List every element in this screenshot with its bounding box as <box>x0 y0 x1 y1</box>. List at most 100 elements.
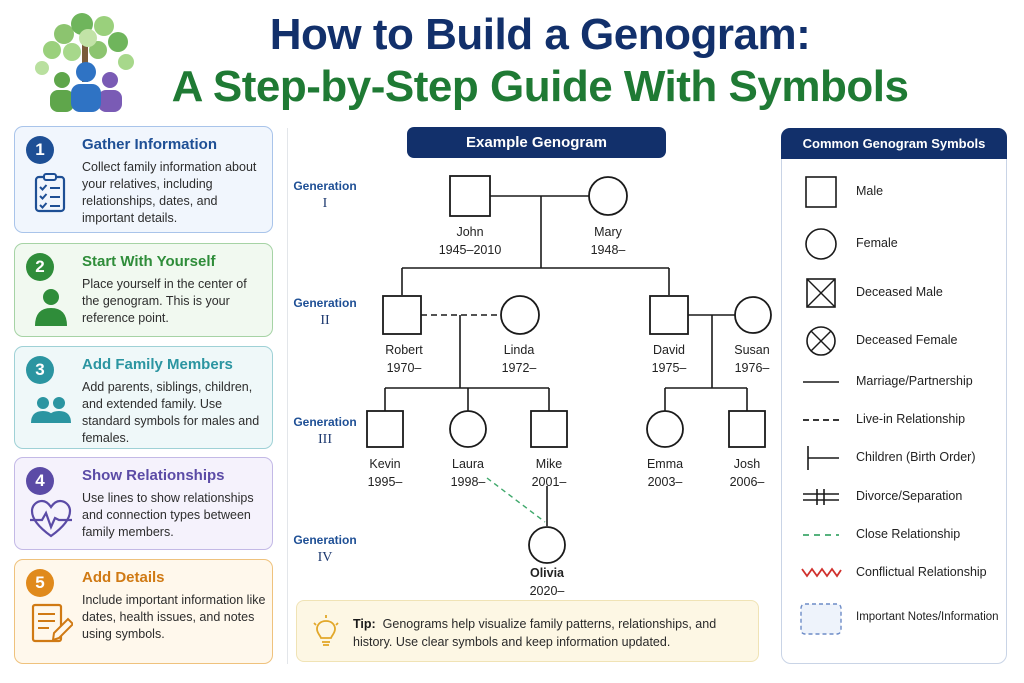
legend-item-marriage: Marriage/Partnership <box>800 366 1005 398</box>
column-divider <box>287 128 288 664</box>
conflict-zigzag-icon <box>801 567 842 578</box>
generation-word: Generation <box>293 533 357 547</box>
person-name: Kevin <box>369 457 401 471</box>
male-square-icon <box>805 176 837 208</box>
step-number: 4 <box>26 467 54 495</box>
legend-item-live-in: Live-in Relationship <box>800 404 1005 436</box>
notes-box-icon <box>800 603 842 635</box>
step-number: 5 <box>26 569 54 597</box>
dashed-line-icon <box>803 419 839 421</box>
person-label-david: David 1975– <box>614 341 724 377</box>
divorce-line-icon <box>803 489 839 505</box>
legend-label: Conflictual Relationship <box>856 565 987 579</box>
lightbulb-icon <box>313 615 339 646</box>
clipboard-checklist-icon <box>34 173 66 213</box>
female-circle-icon <box>805 228 837 260</box>
step-number: 2 <box>26 253 54 281</box>
legend-item-children: Children (Birth Order) <box>800 442 1005 474</box>
step-5-card: 5 Add Details Include important informat… <box>14 559 273 664</box>
legend-item-divorce: Divorce/Separation <box>800 481 1005 513</box>
step-4-card: 4 Show Relationships Use lines to show r… <box>14 457 273 550</box>
legend-label: Marriage/Partnership <box>856 374 973 388</box>
step-title: Start With Yourself <box>82 253 216 270</box>
close-relationship-line-laura-olivia <box>486 477 546 523</box>
person-label-olivia: Olivia 2020– <box>492 564 602 600</box>
person-years: 1972– <box>501 361 537 375</box>
solid-line-icon <box>803 381 839 383</box>
person-years: 1945–2010 <box>438 243 502 257</box>
step-description: Collect family information about your re… <box>82 160 257 225</box>
legend-header: Common Genogram Symbols <box>781 128 1007 159</box>
person-label-john: John 1945–2010 <box>415 223 525 259</box>
person-years: 1995– <box>367 475 403 489</box>
person-name: Josh <box>733 457 761 471</box>
generation-2-label: Generation II <box>292 295 358 329</box>
male-symbol-kevin <box>366 410 404 448</box>
document-pencil-icon <box>31 603 73 643</box>
generation-roman: III <box>318 432 332 447</box>
person-name: Mary <box>594 225 622 239</box>
person-label-emma: Emma 2003– <box>610 455 720 491</box>
deceased-male-icon <box>806 278 836 308</box>
person-years: 1948– <box>590 243 626 257</box>
person-label-susan: Susan 1976– <box>697 341 807 377</box>
step-number: 1 <box>26 136 54 164</box>
step-title: Show Relationships <box>82 467 225 484</box>
children-line-icon <box>807 446 839 470</box>
tip-label: Tip: <box>353 617 376 631</box>
legend-label: Deceased Female <box>856 333 958 347</box>
legend-item-close: Close Relationship <box>800 519 1005 551</box>
legend-label: Female <box>856 236 898 250</box>
generation-roman: II <box>320 313 330 328</box>
tip-text: Tip: Genograms help visualize family pat… <box>353 615 748 651</box>
person-name: Mike <box>535 457 563 471</box>
male-symbol-david <box>649 295 689 335</box>
person-name: David <box>653 343 685 357</box>
female-symbol-emma <box>646 410 684 448</box>
generation-word: Generation <box>293 296 357 310</box>
people-group-icon <box>31 397 71 423</box>
legend-label: Deceased Male <box>856 285 943 299</box>
person-icon <box>35 289 67 326</box>
step-3-card: 3 Add Family Members Add parents, siblin… <box>14 346 273 449</box>
legend-item-deceased-female: Deceased Female <box>800 325 1005 357</box>
generation-word: Generation <box>293 179 357 193</box>
legend-item-conflict: Conflictual Relationship <box>800 557 1005 589</box>
person-name: John <box>456 225 484 239</box>
legend-label: Important Notes/Information <box>856 611 999 623</box>
legend-item-male: Male <box>800 176 1005 208</box>
female-symbol-linda <box>500 295 540 335</box>
person-label-josh: Josh 2006– <box>692 455 802 491</box>
title-line-2: A Step-by-Step Guide With Symbols <box>171 62 909 111</box>
person-name: Emma <box>646 457 684 471</box>
person-years: 2003– <box>647 475 683 489</box>
person-name: Susan <box>734 343 770 357</box>
step-1-card: 1 Gather Information Collect family info… <box>14 126 273 233</box>
generation-3-label: Generation III <box>292 414 358 448</box>
legend-item-deceased-male: Deceased Male <box>800 277 1005 309</box>
male-symbol-josh <box>728 410 766 448</box>
step-description: Add parents, siblings, children, and ext… <box>82 380 260 445</box>
title-line-1: How to Build a Genogram: <box>269 10 811 59</box>
step-2-card: 2 Start With Yourself Place yourself in … <box>14 243 273 337</box>
person-label-kevin: Kevin 1995– <box>330 455 440 491</box>
person-label-mary: Mary 1948– <box>553 223 663 259</box>
step-title: Add Family Members <box>82 356 233 373</box>
legend-label: Male <box>856 184 884 198</box>
generation-roman: IV <box>317 550 333 565</box>
deceased-female-icon <box>806 326 836 356</box>
female-symbol-laura <box>449 410 487 448</box>
step-description: Include important information like dates… <box>82 593 266 641</box>
female-symbol-susan <box>734 296 772 334</box>
person-name: Linda <box>503 343 535 357</box>
step-title: Gather Information <box>82 136 218 153</box>
person-label-laura: Laura 1998– <box>413 455 523 491</box>
person-name: Laura <box>452 457 484 471</box>
legend-item-notes: Important Notes/Information <box>800 603 1005 635</box>
female-symbol-mary <box>588 176 628 216</box>
person-label-mike: Mike 2001– <box>494 455 604 491</box>
step-title: Add Details <box>82 569 165 586</box>
family-people-icon <box>50 62 122 112</box>
person-years: 2006– <box>729 475 765 489</box>
